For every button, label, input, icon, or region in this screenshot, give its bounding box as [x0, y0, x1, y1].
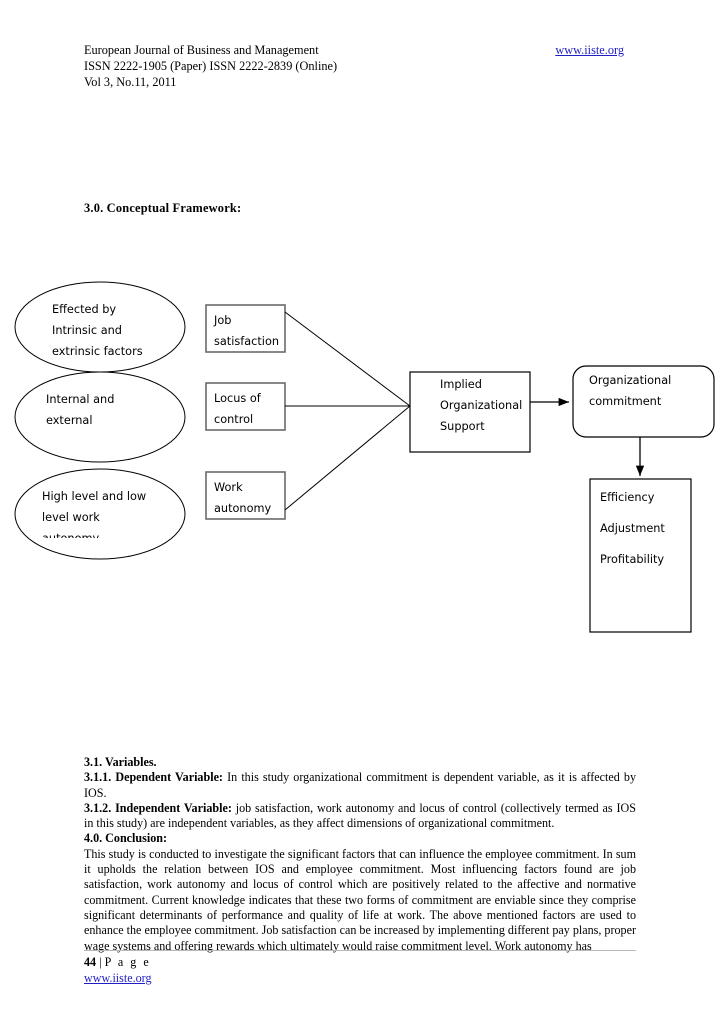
- header-website-link[interactable]: www.iiste.org: [555, 43, 624, 57]
- conclusion-heading: 4.0. Conclusion:: [84, 831, 167, 846]
- box-organizational-commitment: [572, 365, 715, 438]
- footer-divider: [84, 950, 636, 951]
- section-heading: 3.0. Conceptual Framework:: [84, 201, 242, 215]
- footer-page-indicator: 44 | P a g e: [84, 955, 151, 970]
- dependent-variable-paragraph: 3.1.1. Dependent Variable: In this study…: [84, 770, 636, 801]
- ellipse-effected-by-factors: [14, 281, 186, 373]
- ellipse-work-autonomy-levels-label-clip: High level and low level work autonomy: [42, 486, 192, 538]
- footer-page-number: 44: [84, 955, 97, 969]
- conceptual-framework-diagram: Effected by Intrinsic and extrinsic fact…: [0, 272, 728, 652]
- body-content: 3.1. Variables. 3.1.1. Dependent Variabl…: [84, 755, 636, 954]
- variables-heading: 3.1. Variables.: [84, 755, 157, 769]
- box-results: [589, 478, 692, 633]
- footer-website-link[interactable]: www.iiste.org: [84, 971, 152, 985]
- page-header: European Journal of Business and Managem…: [84, 42, 624, 91]
- box-work-autonomy: [205, 471, 286, 520]
- box-job-satisfaction: [205, 304, 286, 353]
- ellipse-work-autonomy-levels-label: High level and low level work autonomy: [42, 490, 147, 538]
- ellipse-internal-external: [14, 371, 186, 463]
- conclusion-paragraph: This study is conducted to investigate t…: [84, 846, 636, 953]
- header-top-row: European Journal of Business and Managem…: [84, 42, 624, 58]
- dependent-variable-text: In this study organizational commitment …: [84, 770, 637, 800]
- dependent-variable-label: 3.1.1. Dependent Variable:: [84, 770, 223, 785]
- issn-line: ISSN 2222-1905 (Paper) ISSN 2222-2839 (O…: [84, 59, 338, 74]
- independent-variable-paragraph: 3.1.2. Independent Variable: job satisfa…: [84, 801, 636, 832]
- independent-variable-text: job satisfaction, work autonomy and locu…: [84, 800, 636, 831]
- journal-title: European Journal of Business and Managem…: [84, 43, 319, 57]
- footer-page-separator: |: [96, 955, 105, 969]
- box-implied-organizational-support: [409, 371, 531, 453]
- ellipse-work-autonomy-levels: [14, 468, 186, 560]
- box-locus-of-control: [205, 382, 286, 431]
- connector-work-autonomy: [284, 405, 411, 511]
- footer-page-word: P a g e: [104, 955, 151, 969]
- volume-line: Vol 3, No.11, 2011: [84, 75, 177, 90]
- diagram-shapes: [14, 281, 715, 633]
- connector-job-satisfaction: [284, 311, 411, 407]
- independent-variable-label: 3.1.2. Independent Variable:: [84, 800, 232, 815]
